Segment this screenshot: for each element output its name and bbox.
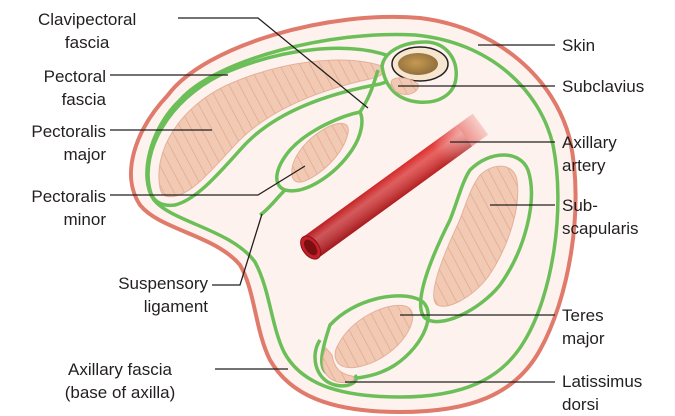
clavicle-marrow bbox=[398, 53, 438, 75]
label-skin: Skin bbox=[562, 34, 595, 57]
label-subclavius: Subclavius bbox=[562, 75, 644, 98]
label-subscapularis: Sub-scapularis bbox=[562, 194, 639, 240]
label-axillary-fascia: Axillary fascia(base of axilla) bbox=[30, 358, 210, 404]
